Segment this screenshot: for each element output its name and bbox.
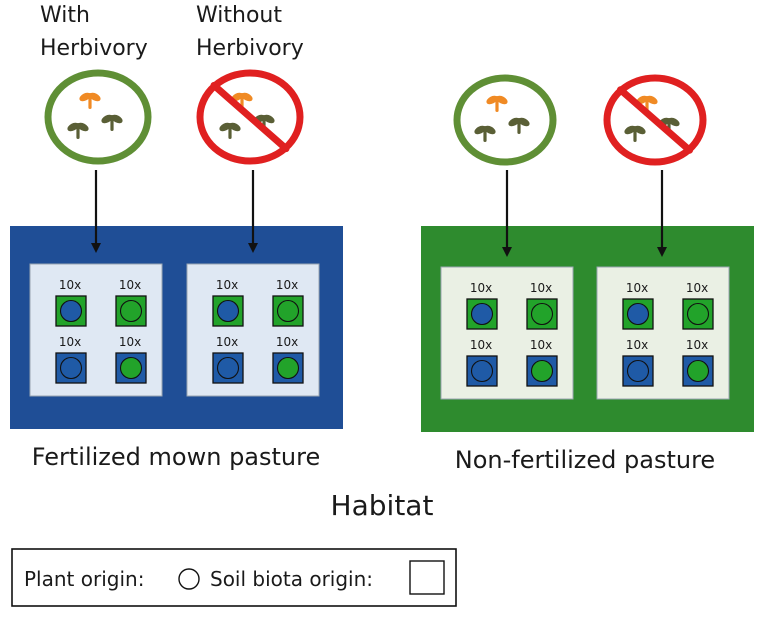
replicate-label: 10x: [216, 278, 238, 292]
plant-origin-circle: [626, 302, 650, 326]
treatment-panel: 10x 10x 10x 10x: [186, 263, 320, 397]
replicate-label: 10x: [59, 278, 81, 292]
plant-origin-circle: [686, 359, 710, 383]
plant-origin-circle: [530, 302, 554, 326]
replicate-label: 10x: [530, 281, 552, 295]
plant-origin-circle: [276, 356, 300, 380]
replicate-label: 10x: [216, 335, 238, 349]
replicate-label: 10x: [530, 338, 552, 352]
no-herbivory-icon: [603, 74, 707, 166]
plant-origin-circle: [119, 299, 143, 323]
plant-origin-circle: [59, 299, 83, 323]
plant-origin-circle: [216, 356, 240, 380]
prohibit-slash: [616, 86, 694, 154]
plant-origin-circle: [530, 359, 554, 383]
without-herbivory-label-line1: Without: [196, 3, 282, 28]
treatment-panel: 10x 10x 10x 10x: [29, 263, 163, 397]
plant-origin-circle: [216, 299, 240, 323]
legend-soil-origin-label: Soil biota origin:: [210, 567, 373, 591]
replicate-label: 10x: [119, 335, 141, 349]
habitat-axis-title: Habitat: [331, 489, 434, 522]
replicate-label: 10x: [626, 281, 648, 295]
replicate-label: 10x: [119, 278, 141, 292]
habitat-label-fertilized: Fertilized mown pasture: [32, 443, 320, 471]
plant-origin-circle: [626, 359, 650, 383]
treatment-panel: 10x 10x 10x 10x: [596, 266, 730, 400]
replicate-label: 10x: [59, 335, 81, 349]
with-herbivory-label-line2: Herbivory: [40, 36, 148, 61]
no-herbivory-icon: [196, 69, 304, 165]
herbivory-present-icon: [44, 69, 152, 165]
plant-origin-circle: [470, 302, 494, 326]
legend-box: [11, 548, 457, 607]
plant-origin-circle: [470, 359, 494, 383]
replicate-label: 10x: [470, 338, 492, 352]
prohibit-slash: [210, 81, 290, 153]
legend-circle-icon: [178, 568, 200, 590]
with-herbivory-label-line1: With: [40, 3, 90, 28]
plant-origin-circle: [119, 356, 143, 380]
plant-origin-circle: [276, 299, 300, 323]
replicate-label: 10x: [276, 278, 298, 292]
replicate-label: 10x: [686, 281, 708, 295]
without-herbivory-label-line2: Herbivory: [196, 36, 304, 61]
legend-plant-origin-label: Plant origin:: [24, 567, 144, 591]
herbivory-present-icon: [453, 74, 557, 166]
replicate-label: 10x: [470, 281, 492, 295]
plant-origin-circle: [59, 356, 83, 380]
treatment-panel: 10x 10x 10x 10x: [440, 266, 574, 400]
replicate-label: 10x: [626, 338, 648, 352]
replicate-label: 10x: [276, 335, 298, 349]
replicate-label: 10x: [686, 338, 708, 352]
habitat-label-nonfertilized: Non-fertilized pasture: [455, 446, 715, 474]
legend-square-icon: [409, 560, 445, 595]
plant-origin-circle: [686, 302, 710, 326]
